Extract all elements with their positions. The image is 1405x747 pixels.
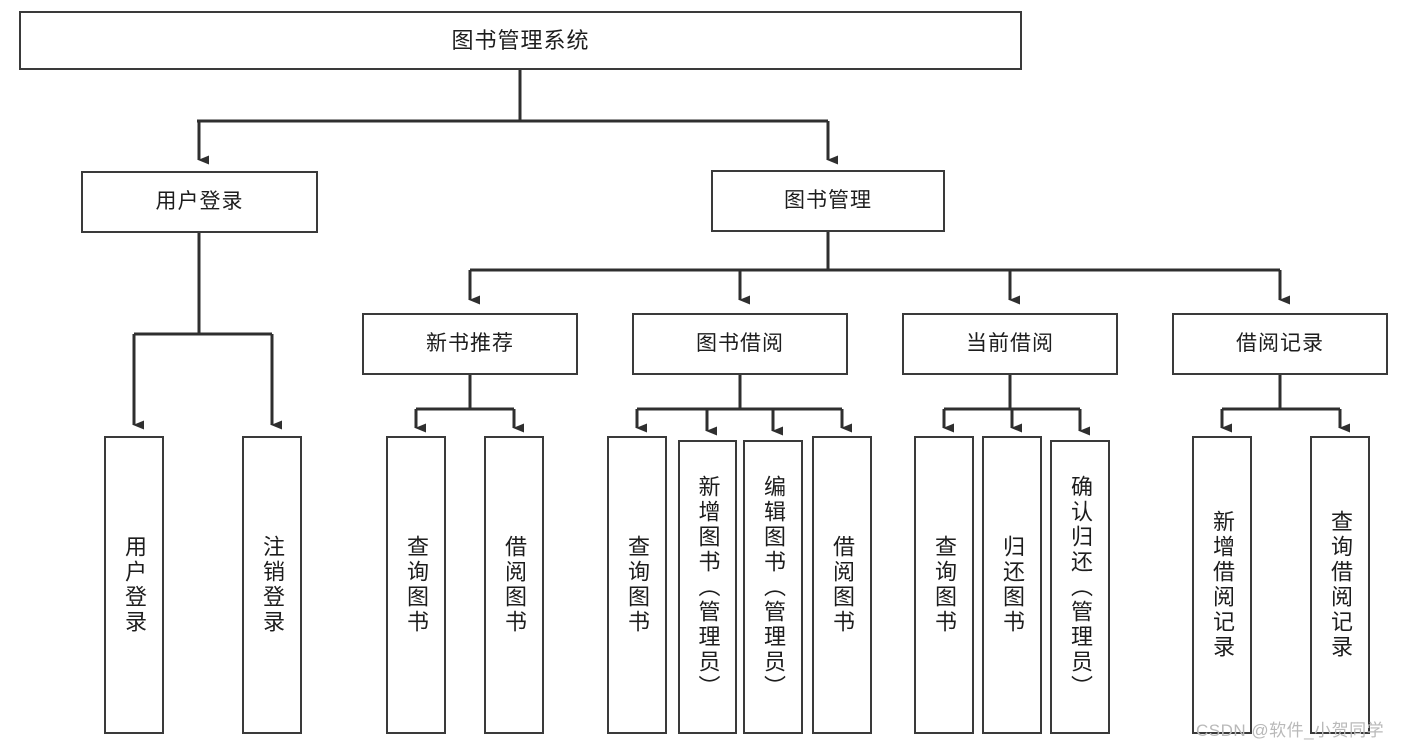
node-leaf-query-book-current[interactable]: 查询图书 bbox=[914, 436, 974, 734]
node-leaf-logout[interactable]: 注销登录 bbox=[242, 436, 302, 734]
node-label: 新书推荐 bbox=[426, 331, 514, 355]
node-label: 图书管理 bbox=[784, 188, 872, 212]
node-label: 查询图书 bbox=[625, 535, 650, 635]
node-leaf-confirm-return-admin[interactable]: 确认归还（管理员） bbox=[1050, 440, 1110, 734]
node-label: 借阅记录 bbox=[1236, 331, 1324, 355]
node-label: 借阅图书 bbox=[830, 535, 855, 635]
node-leaf-edit-book-admin[interactable]: 编辑图书（管理员） bbox=[743, 440, 803, 734]
node-leaf-query-book-borrow[interactable]: 查询图书 bbox=[607, 436, 667, 734]
node-label: 用户登录 bbox=[155, 189, 244, 213]
node-book-borrowing[interactable]: 图书借阅 bbox=[632, 313, 848, 375]
node-leaf-borrow-book[interactable]: 借阅图书 bbox=[812, 436, 872, 734]
node-label: 查询图书 bbox=[404, 535, 429, 635]
node-book-management[interactable]: 图书管理 bbox=[711, 170, 945, 232]
node-label: 借阅图书 bbox=[502, 535, 527, 635]
node-root-book-management-system[interactable]: 图书管理系统 bbox=[19, 11, 1022, 70]
node-new-book-recommendation[interactable]: 新书推荐 bbox=[362, 313, 578, 375]
node-label: 注销登录 bbox=[260, 535, 285, 635]
node-label: 新增图书（管理员） bbox=[695, 474, 721, 700]
node-label: 编辑图书（管理员） bbox=[761, 474, 786, 700]
node-leaf-query-borrow-record[interactable]: 查询借阅记录 bbox=[1310, 436, 1370, 734]
node-label: 图书管理系统 bbox=[451, 27, 590, 53]
node-label: 查询图书 bbox=[932, 535, 957, 635]
node-leaf-add-book-admin[interactable]: 新增图书（管理员） bbox=[678, 440, 737, 734]
node-label: 新增借阅记录 bbox=[1210, 510, 1235, 660]
node-leaf-return-book[interactable]: 归还图书 bbox=[982, 436, 1042, 734]
node-label: 确认归还（管理员） bbox=[1068, 474, 1093, 700]
node-user-login[interactable]: 用户登录 bbox=[81, 171, 318, 233]
node-label: 归还图书 bbox=[1000, 535, 1025, 635]
node-current-borrowing[interactable]: 当前借阅 bbox=[902, 313, 1118, 375]
node-label: 当前借阅 bbox=[966, 331, 1054, 355]
node-label: 用户登录 bbox=[122, 535, 147, 635]
node-leaf-user-login[interactable]: 用户登录 bbox=[104, 436, 164, 734]
node-label: 图书借阅 bbox=[696, 331, 784, 355]
node-label: 查询借阅记录 bbox=[1328, 510, 1353, 660]
node-leaf-borrow-book-newbook[interactable]: 借阅图书 bbox=[484, 436, 544, 734]
node-leaf-query-book-newbook[interactable]: 查询图书 bbox=[386, 436, 446, 734]
node-leaf-add-borrow-record[interactable]: 新增借阅记录 bbox=[1192, 436, 1252, 734]
node-borrowing-records[interactable]: 借阅记录 bbox=[1172, 313, 1388, 375]
csdn-watermark: CSDN @软件_小贺同学 bbox=[1196, 721, 1385, 740]
